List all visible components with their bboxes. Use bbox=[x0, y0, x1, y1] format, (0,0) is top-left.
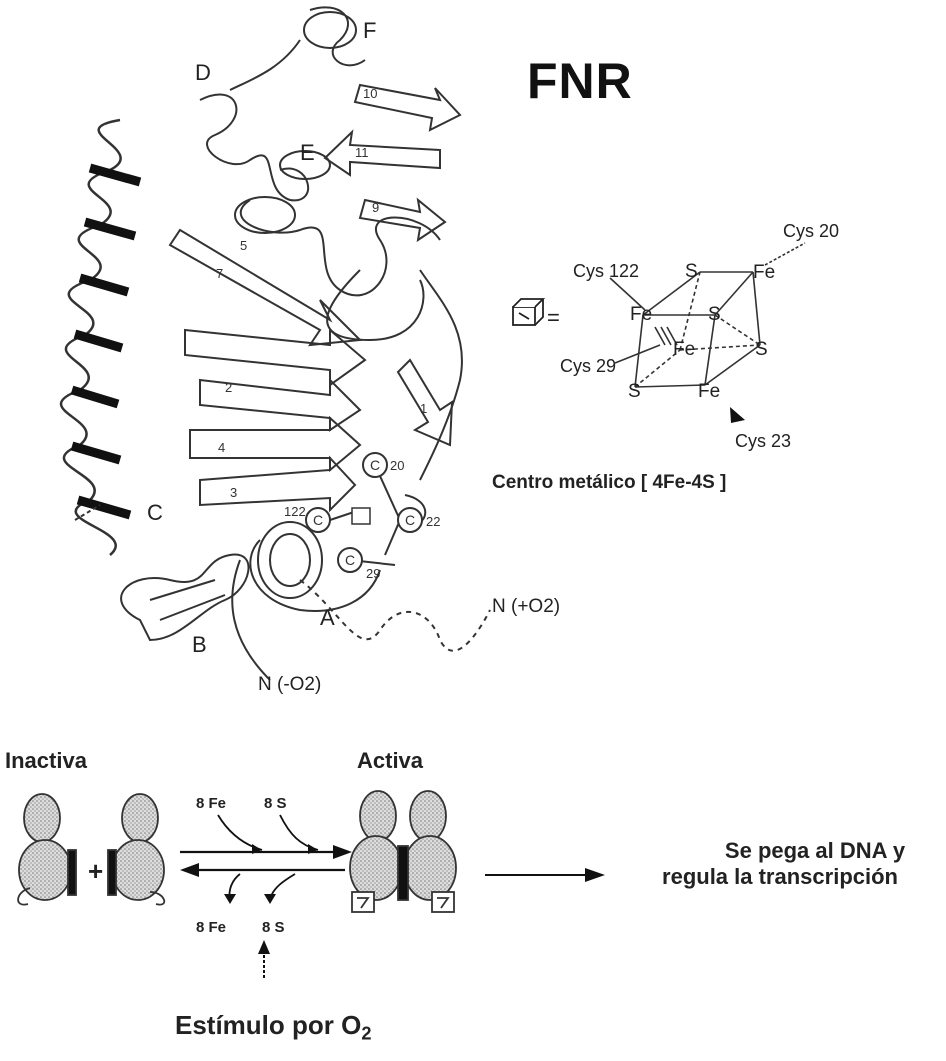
cys-29-number: 29 bbox=[366, 566, 380, 581]
cys-23-label: Cys 23 bbox=[735, 431, 791, 451]
strand-11-label: 11 bbox=[355, 145, 369, 160]
cys-20-label: Cys 20 bbox=[783, 221, 839, 241]
cube-icon bbox=[513, 299, 543, 325]
inactive-monomer-1 bbox=[18, 794, 76, 905]
cys-circle-c1: C bbox=[370, 457, 380, 473]
plus-sign: + bbox=[88, 856, 103, 886]
cys-circle-c4: C bbox=[345, 552, 355, 568]
label-helix-f: F bbox=[363, 18, 376, 43]
equals-sign: = bbox=[547, 305, 560, 330]
cys-22-number: 22 bbox=[426, 514, 440, 529]
label-helix-e: E bbox=[300, 140, 315, 165]
cys-122-label: Cys 122 bbox=[573, 261, 639, 281]
label-helix-b: B bbox=[192, 632, 207, 657]
atom-s-mid: S bbox=[708, 304, 721, 325]
strand-9-label: 9 bbox=[372, 200, 379, 215]
label-helix-c: C bbox=[147, 500, 163, 525]
strand-4-label: 4 bbox=[218, 440, 225, 455]
reverse-arrowhead bbox=[180, 863, 199, 877]
helix-b bbox=[121, 555, 248, 640]
label-helix-d: D bbox=[195, 60, 211, 85]
cys-29-label: Cys 29 bbox=[560, 356, 616, 376]
active-label: Activa bbox=[357, 748, 423, 774]
helix-f bbox=[230, 7, 365, 90]
cys23-bond-arrow bbox=[730, 407, 745, 423]
n-terminus-plus-o2: N (+O2) bbox=[492, 596, 560, 618]
result-text: Se pega al DNA y regula la transcripción bbox=[690, 838, 940, 890]
s-out-label: 8 S bbox=[262, 919, 285, 936]
fe-out-label: 8 Fe bbox=[196, 919, 226, 936]
atom-fe-left: Fe bbox=[630, 304, 652, 325]
cys-circle-c2: C bbox=[313, 512, 323, 528]
equilibrium-arrows bbox=[180, 852, 345, 870]
stimulus-label: Estímulo por O2 bbox=[175, 1010, 371, 1044]
n-terminus-minus-o2: N (-O2) bbox=[258, 674, 321, 696]
atom-s-right: S bbox=[755, 339, 768, 360]
atom-fe-top: Fe bbox=[753, 262, 775, 283]
strand-1-label: 1 bbox=[420, 401, 427, 416]
result-line-1: Se pega al DNA y bbox=[690, 838, 940, 864]
fe-in-label: 8 Fe bbox=[196, 795, 226, 812]
inactive-label: Inactiva bbox=[5, 748, 87, 774]
strand-5-label: 5 bbox=[240, 238, 247, 253]
strand-7-label: 7 bbox=[216, 266, 223, 281]
forward-arrowhead bbox=[333, 845, 352, 859]
strand-2-label: 2 bbox=[225, 380, 232, 395]
s-in-label: 8 S bbox=[264, 795, 287, 812]
cys-circle-c3: C bbox=[405, 512, 415, 528]
cluster-caption: Centro metálico [ 4Fe-4S ] bbox=[492, 472, 726, 494]
fe-s-cluster-diagram: = S Fe Fe S Fe S S Fe Cys 122 Cys 20 Cys… bbox=[505, 215, 845, 455]
label-helix-a: A bbox=[320, 605, 335, 630]
active-dimer bbox=[350, 791, 456, 912]
long-helix-c bbox=[61, 120, 140, 555]
strand-10-label: 10 bbox=[363, 86, 377, 101]
helix-d-and-e bbox=[200, 95, 440, 296]
beta-sheet bbox=[170, 85, 460, 510]
atom-fe-center: Fe bbox=[673, 339, 695, 360]
atom-s-bottom: S bbox=[628, 381, 641, 402]
helix-a bbox=[258, 522, 322, 598]
atom-s-top: S bbox=[685, 261, 698, 282]
cluster-icon-ribbon bbox=[352, 508, 370, 524]
cys-20-number: 20 bbox=[390, 458, 404, 473]
result-line-2: regula la transcripción bbox=[620, 864, 940, 890]
strand-3-label: 3 bbox=[230, 485, 237, 500]
cys-122-number: 122 bbox=[284, 504, 306, 519]
inactive-monomer-2 bbox=[108, 794, 164, 905]
atom-fe-bottom: Fe bbox=[698, 381, 720, 402]
